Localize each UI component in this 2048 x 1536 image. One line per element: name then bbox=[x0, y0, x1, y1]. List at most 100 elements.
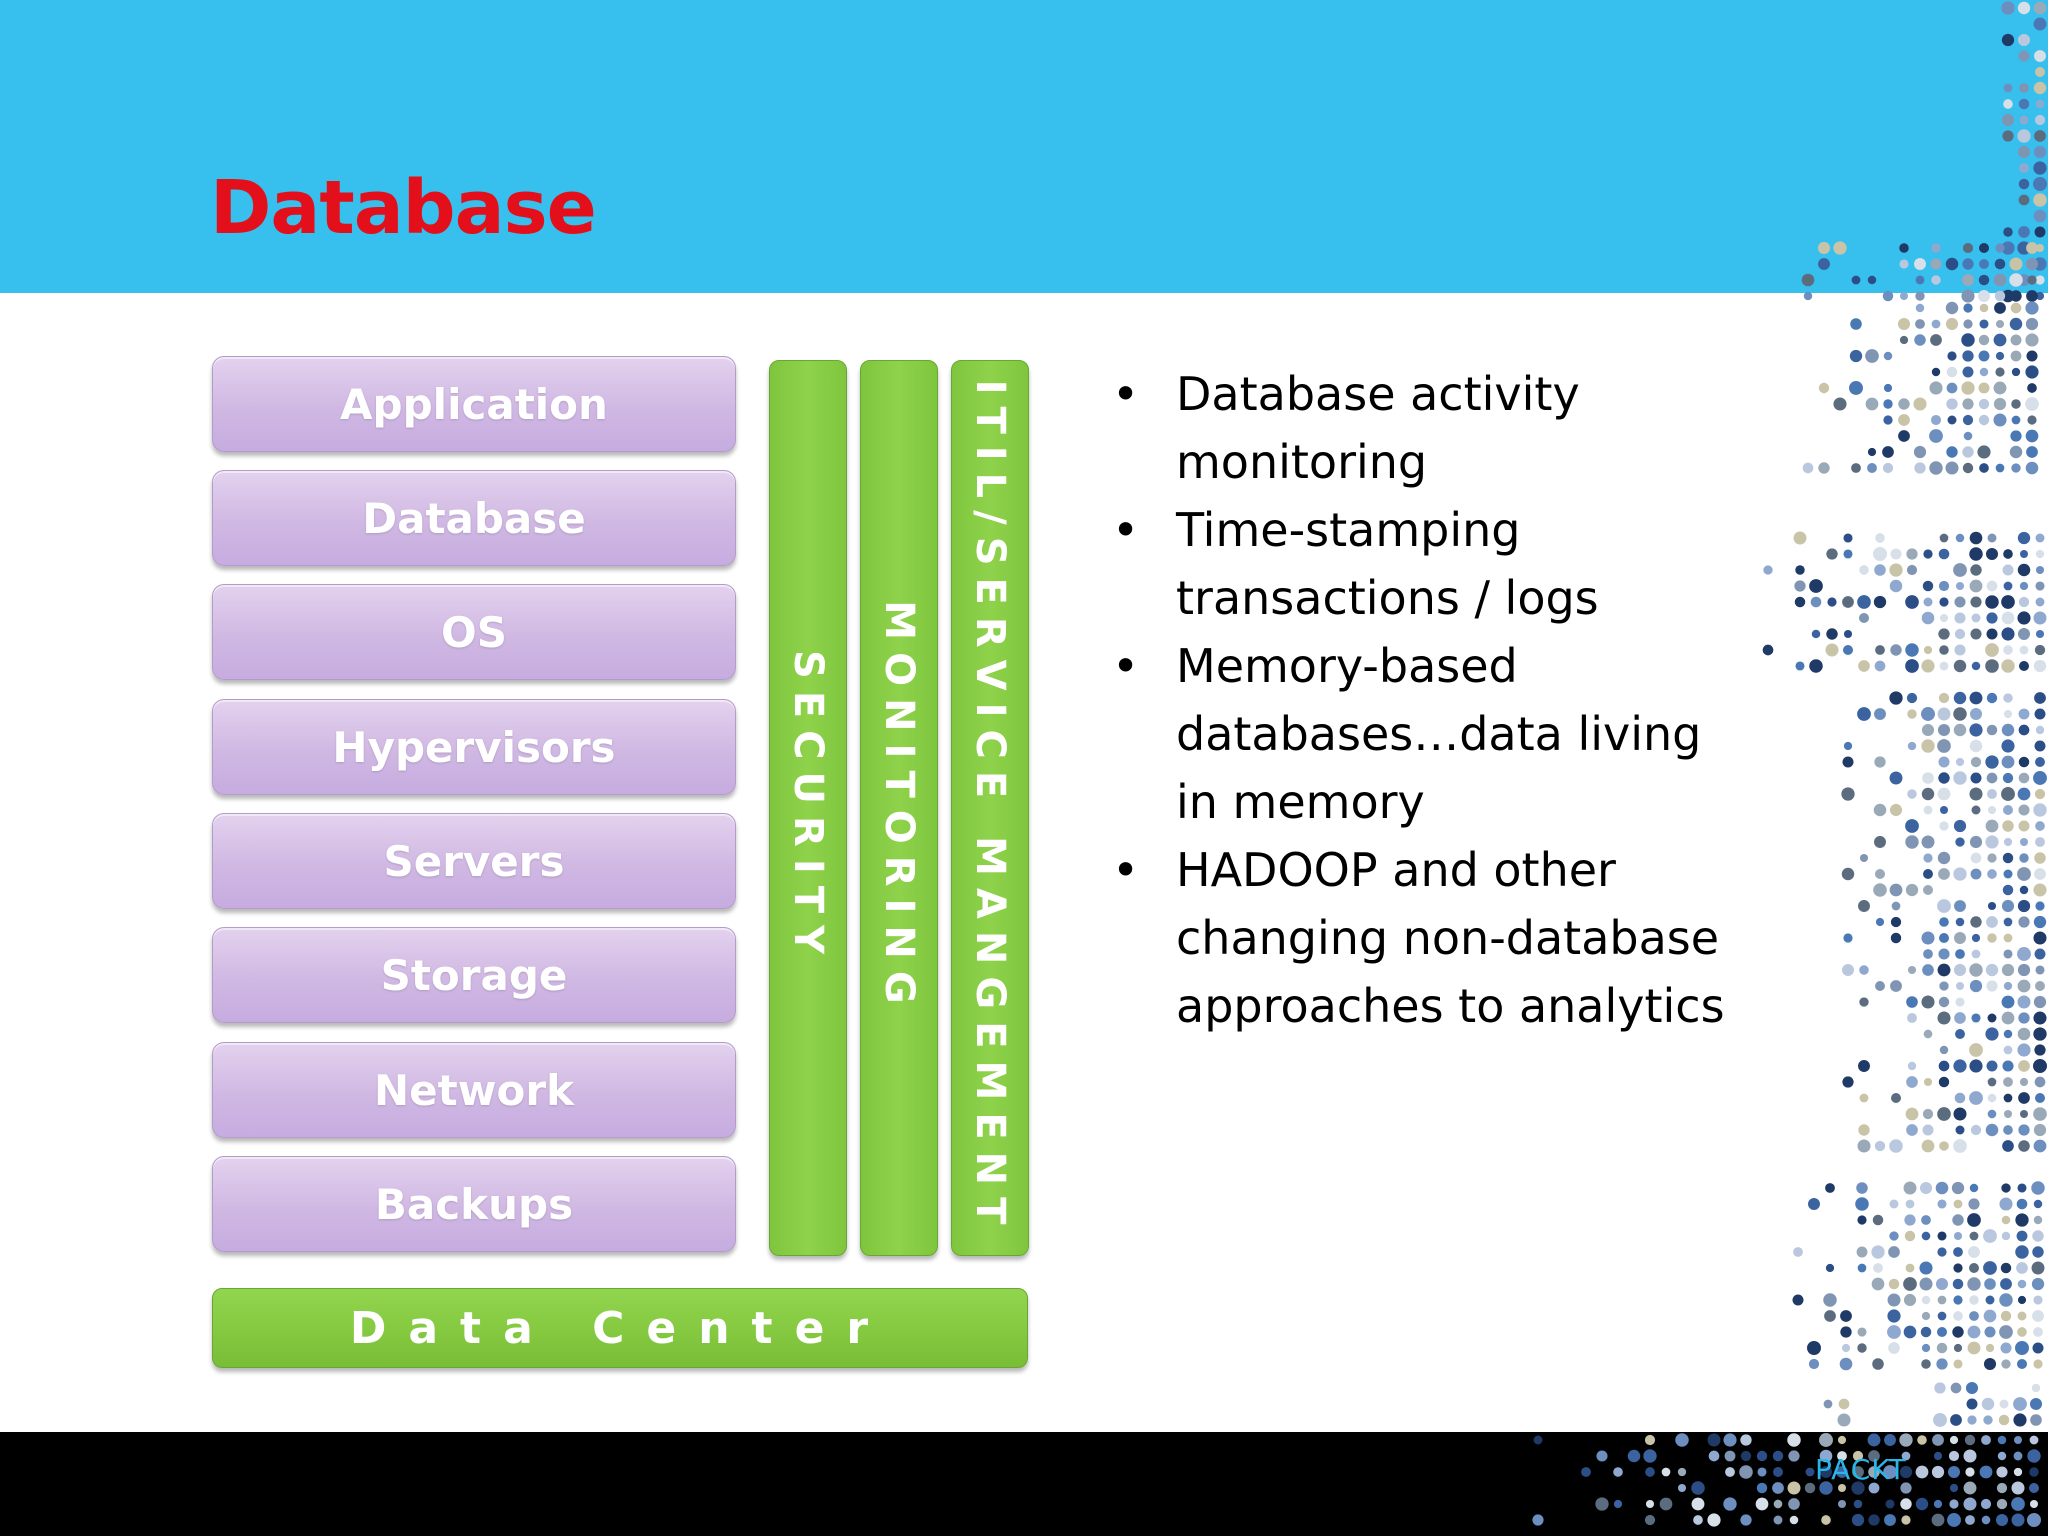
decorative-dot bbox=[1987, 933, 1997, 943]
decorative-dot bbox=[1978, 350, 1990, 362]
decorative-dot bbox=[2018, 756, 2030, 768]
decorative-dot bbox=[1962, 366, 1974, 378]
decorative-dot bbox=[1874, 868, 1886, 880]
decorative-dot bbox=[1999, 1293, 2013, 1307]
decorative-dot bbox=[1999, 1325, 2013, 1339]
decorative-dot bbox=[1906, 692, 1918, 704]
decorative-dot bbox=[2033, 1107, 2047, 1121]
decorative-dot bbox=[2035, 1093, 2045, 1103]
decorative-dot bbox=[2017, 963, 2031, 977]
decorative-dot bbox=[1953, 1107, 1967, 1121]
decorative-dot bbox=[1857, 1263, 1867, 1273]
bullet-item: Memory-based databases…data living in me… bbox=[1110, 632, 1750, 836]
decorative-dot bbox=[1967, 1277, 1981, 1291]
decorative-dot bbox=[1953, 1059, 1967, 1073]
decorative-dot bbox=[1923, 949, 1933, 959]
decorative-dot bbox=[1922, 580, 1934, 592]
decorative-dot bbox=[1979, 367, 1989, 377]
decorative-dot bbox=[1953, 707, 1967, 721]
decorative-dot bbox=[2017, 1327, 2027, 1337]
decorative-dot bbox=[1921, 1139, 1935, 1153]
decorative-dot bbox=[2001, 995, 2015, 1009]
decorative-dot bbox=[1954, 612, 1966, 624]
data-center-base: Data Center bbox=[212, 1288, 1028, 1368]
decorative-dot bbox=[1953, 1231, 1963, 1241]
decorative-dot bbox=[1953, 771, 1967, 785]
decorative-dot bbox=[1954, 628, 1966, 640]
decorative-dot bbox=[2003, 693, 2013, 703]
decorative-dot bbox=[1985, 1027, 1999, 1041]
decorative-dot bbox=[1987, 869, 1997, 879]
decorative-dot bbox=[1889, 883, 1903, 897]
decorative-dot bbox=[2032, 1310, 2044, 1322]
decorative-dot bbox=[1938, 948, 1950, 960]
decorative-dot bbox=[2017, 1043, 2031, 1057]
decorative-dot bbox=[1984, 1278, 1996, 1290]
decorative-dot bbox=[1874, 836, 1886, 848]
decorative-dot bbox=[1993, 381, 2007, 395]
decorative-dot bbox=[1923, 1077, 1933, 1087]
decorative-dot bbox=[2017, 899, 2031, 913]
decorative-dot bbox=[1921, 707, 1935, 721]
decorative-dot bbox=[1922, 964, 1934, 976]
decorative-dot bbox=[2033, 1011, 2047, 1025]
decorative-dot bbox=[1889, 1139, 1903, 1153]
decorative-dot bbox=[1867, 447, 1877, 457]
decorative-dot bbox=[1842, 644, 1854, 656]
decorative-dot bbox=[1907, 1061, 1917, 1071]
decorative-dot bbox=[2035, 291, 2045, 301]
decorative-dot bbox=[1873, 883, 1887, 897]
decorative-dot bbox=[1825, 1183, 1835, 1193]
decorative-dot bbox=[1952, 1214, 1964, 1226]
decorative-dot bbox=[1986, 692, 1998, 704]
decorative-dot bbox=[1987, 901, 1997, 911]
decorative-dot bbox=[2002, 884, 2014, 896]
decorative-dot bbox=[2033, 931, 2047, 945]
decorative-dot bbox=[1971, 949, 1981, 959]
header-band bbox=[0, 0, 2048, 293]
decorative-dot bbox=[1923, 853, 1933, 863]
decorative-dot bbox=[1970, 596, 1982, 608]
decorative-dot bbox=[1871, 1245, 1885, 1259]
decorative-dot bbox=[2010, 350, 2022, 362]
decorative-dot bbox=[1970, 868, 1982, 880]
decorative-dot bbox=[1889, 691, 1903, 705]
decorative-dot bbox=[2017, 1183, 2027, 1193]
decorative-dot bbox=[2001, 1183, 2011, 1193]
decorative-dot bbox=[2034, 692, 2046, 704]
decorative-dot bbox=[1921, 835, 1935, 849]
layer-label: OS bbox=[441, 607, 507, 657]
decorative-dot bbox=[1945, 301, 1959, 315]
decorative-dot bbox=[2015, 1245, 2029, 1259]
decorative-dot bbox=[2017, 627, 2031, 641]
decorative-dot bbox=[1984, 1326, 1996, 1338]
decorative-dot bbox=[1923, 1029, 1933, 1039]
decorative-dot bbox=[1954, 644, 1966, 656]
decorative-dot bbox=[2003, 1093, 2013, 1103]
decorative-dot bbox=[1905, 595, 1919, 609]
decorative-dot bbox=[1865, 349, 1879, 363]
decorative-dot bbox=[1937, 851, 1951, 865]
decorative-dot bbox=[2017, 1279, 2027, 1289]
pillar-itil-service-management: ITIL/SERVICE MANGEMENT bbox=[951, 360, 1029, 1256]
decorative-dot bbox=[1888, 1278, 1900, 1290]
decorative-dot bbox=[2001, 1231, 2011, 1241]
decorative-dot bbox=[1953, 1343, 1963, 1353]
brand-logo-text: PACKT bbox=[1815, 1453, 1907, 1486]
decorative-dot bbox=[1859, 565, 1869, 575]
decorative-dot bbox=[1946, 398, 1958, 410]
decorative-dot bbox=[1903, 1325, 1917, 1339]
decorative-dot bbox=[1967, 1325, 1981, 1339]
decorative-dot bbox=[1889, 771, 1903, 785]
decorative-dot bbox=[1955, 949, 1965, 959]
decorative-dot bbox=[1856, 1182, 1868, 1194]
decorative-dot bbox=[1825, 643, 1839, 657]
decorative-dot bbox=[1938, 1060, 1950, 1072]
decorative-dot bbox=[1978, 414, 1990, 426]
decorative-dot bbox=[1921, 1295, 1931, 1305]
decorative-dot bbox=[1953, 1295, 1963, 1305]
decorative-dot bbox=[1903, 1293, 1917, 1307]
decorative-dot bbox=[1898, 430, 1910, 442]
decorative-dot bbox=[2033, 1027, 2047, 1041]
decorative-dot bbox=[2031, 1181, 2045, 1195]
